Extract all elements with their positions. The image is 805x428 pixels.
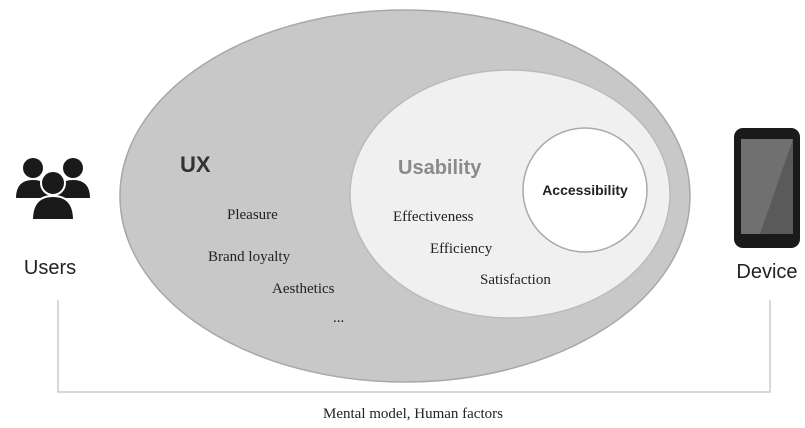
connector-line	[57, 300, 771, 393]
ux-item-brand-loyalty: Brand loyalty	[208, 249, 291, 265]
ux-title: UX	[180, 152, 211, 177]
usability-item-satisfaction: Satisfaction	[480, 272, 551, 288]
usability-title: Usability	[398, 157, 482, 179]
ux-item-ellipsis: ...	[333, 310, 344, 326]
users-group-icon	[16, 158, 90, 221]
usability-item-effectiveness: Effectiveness	[393, 209, 474, 225]
bottom-caption: Mental model, Human factors	[323, 406, 503, 422]
ux-item-pleasure: Pleasure	[227, 207, 278, 223]
usability-item-efficiency: Efficiency	[430, 241, 493, 257]
accessibility-circle	[522, 127, 648, 253]
smartphone-icon	[734, 128, 800, 248]
ux-item-aesthetics: Aesthetics	[272, 281, 335, 297]
accessibility-title: Accessibility	[542, 182, 628, 198]
device-label: Device	[736, 261, 797, 283]
users-label: Users	[24, 257, 76, 279]
